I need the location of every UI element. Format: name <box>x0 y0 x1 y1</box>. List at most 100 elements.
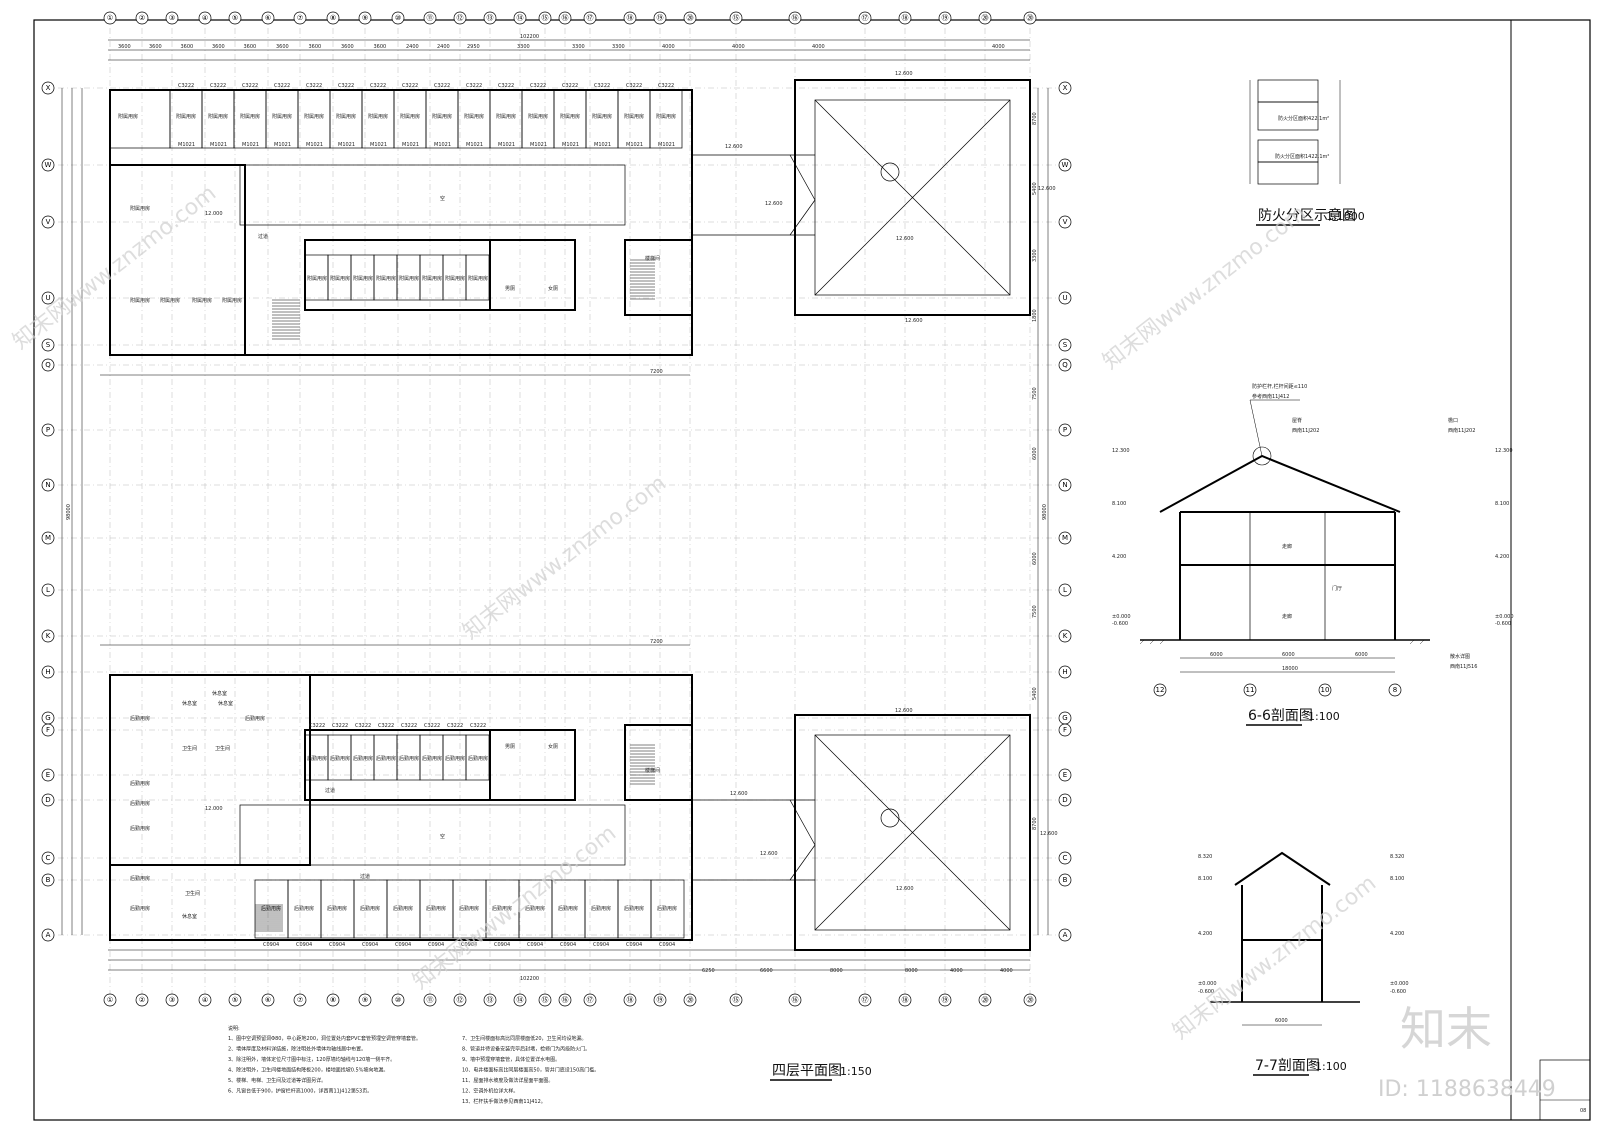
axis-bubble <box>1058 851 1072 865</box>
dim-text: 3600 <box>149 44 162 50</box>
note-item: 10、电井楼面标高比同层楼面高50，管井门底设150高门槛。 <box>462 1067 599 1074</box>
axis-label: Q <box>1062 361 1068 369</box>
axis-bubble <box>41 723 55 737</box>
svg-text:西南11J202: 西南11J202 <box>1292 427 1319 434</box>
axis-bubble <box>1058 531 1072 545</box>
bottom-courtyard-void <box>239 804 626 866</box>
axis-bubble <box>513 11 527 25</box>
window-tag: C3222 <box>466 83 482 89</box>
axis-bubble <box>1388 683 1402 697</box>
svg-text:12.600: 12.600 <box>905 318 923 324</box>
axis-label: ② <box>139 14 145 22</box>
axis-bubble <box>293 993 307 1007</box>
svg-text:附属用房: 附属用房 <box>160 297 180 304</box>
axis-label: ⑲ <box>657 14 664 22</box>
dim-text: 8000 <box>905 968 918 974</box>
door-tag: M1021 <box>466 142 483 148</box>
svg-text:卫生间: 卫生间 <box>182 745 197 752</box>
svg-text:西南11J202: 西南11J202 <box>1448 427 1475 434</box>
axis-bubble <box>583 993 597 1007</box>
door-tag: M1021 <box>530 142 547 148</box>
section66-scale: 1:100 <box>1308 710 1340 723</box>
axis-bubble <box>358 11 372 25</box>
svg-text:±0.000: ±0.000 <box>1198 981 1217 987</box>
axis-bubble <box>1058 478 1072 492</box>
dim-text: 7200 <box>650 639 663 645</box>
dim-text: 8700 <box>1032 112 1038 125</box>
dim-text: 8700 <box>1032 817 1038 830</box>
dim-text: 5400 <box>1032 687 1038 700</box>
axis-bubble <box>938 11 952 25</box>
axis-bubble <box>41 358 55 372</box>
svg-text:-0.600: -0.600 <box>1390 989 1406 995</box>
top-south-rooms <box>304 239 576 311</box>
svg-text:走廊: 走廊 <box>1282 543 1292 550</box>
axis-label: ⑮ <box>733 14 740 22</box>
axis-label: P <box>46 426 50 434</box>
axis-bubble <box>938 993 952 1007</box>
axis-label: ⑱ <box>902 996 909 1004</box>
room-label: 附属用房 <box>656 113 676 120</box>
axis-label: ⑲ <box>657 996 664 1004</box>
svg-text:后勤用房: 后勤用房 <box>130 715 150 722</box>
door-tag: M1021 <box>178 142 195 148</box>
axis-bubble <box>41 531 55 545</box>
axis-bubble <box>1058 338 1072 352</box>
svg-text:走廊: 走廊 <box>1282 613 1292 620</box>
note-item: 2、墙体厚度及材料详结施，除注明处外墙体均轴线居中布置。 <box>228 1046 366 1053</box>
svg-text:8.320: 8.320 <box>1198 854 1212 860</box>
room-label: 后勤用房 <box>376 755 396 762</box>
svg-text:8.100: 8.100 <box>1495 501 1509 507</box>
window-tag: C0904 <box>362 942 378 948</box>
room-cell <box>650 879 685 939</box>
dim-text: 3300 <box>517 44 530 50</box>
axis-bubble <box>538 11 552 25</box>
axis-label: ⑩ <box>395 996 401 1004</box>
svg-text:休息室: 休息室 <box>212 690 227 697</box>
window-tag: C3222 <box>498 83 514 89</box>
axis-label: ② <box>139 996 145 1004</box>
axis-label: ⑩ <box>395 14 401 22</box>
axis-label: ⑮ <box>733 996 740 1004</box>
room-label: 附属用房 <box>240 113 260 120</box>
axis-label: M <box>1062 534 1068 542</box>
axis-bubble <box>135 11 149 25</box>
axis-bubble <box>558 993 572 1007</box>
door-tag: M1021 <box>338 142 355 148</box>
watermarks: 知末网www.znzmo.com 知末网www.znzmo.com 知末网www… <box>8 181 1381 1045</box>
axis-label: ⑯ <box>792 996 799 1004</box>
svg-text:-0.600: -0.600 <box>1112 621 1128 627</box>
axis-label: B <box>1063 876 1068 884</box>
room-label: 附属用房 <box>399 275 419 282</box>
axis-label: ⑮ <box>542 14 549 22</box>
note-item: 13、栏杆扶手做法参见西南11J412。 <box>462 1098 546 1105</box>
svg-text:12.300: 12.300 <box>1112 448 1130 454</box>
axis-label: ⑳ <box>687 996 694 1004</box>
door-tag: M1021 <box>562 142 579 148</box>
window-tag: C0904 <box>461 942 477 948</box>
svg-text:12.600: 12.600 <box>1038 186 1056 192</box>
axis-bubble <box>41 423 55 437</box>
room-label: 后勤用房 <box>399 755 419 762</box>
section77-scale: 1:100 <box>1315 1060 1347 1073</box>
axis-bubble <box>1058 928 1072 942</box>
dim-text: 8000 <box>830 968 843 974</box>
svg-text:休息室: 休息室 <box>182 913 197 920</box>
axis-label: ⑥ <box>265 996 271 1004</box>
axis-bubble <box>1058 873 1072 887</box>
axis-label: A <box>1063 931 1068 939</box>
dim-total: 102200 <box>520 34 539 40</box>
axis-bubble <box>623 993 637 1007</box>
axis-label: ⑲ <box>942 14 949 22</box>
room-label: 后勤用房 <box>327 905 347 912</box>
svg-text:西南11J516: 西南11J516 <box>1450 663 1477 670</box>
window-tag: C3222 <box>402 83 418 89</box>
room-label: 附属用房 <box>330 275 350 282</box>
dim-text: 5400 <box>1032 182 1038 195</box>
axis-label: ⑯ <box>562 14 569 22</box>
room-label: 后勤用房 <box>353 755 373 762</box>
window-tag: C0904 <box>560 942 576 948</box>
axis-bubble <box>1023 993 1037 1007</box>
window-tag: C0904 <box>296 942 312 948</box>
